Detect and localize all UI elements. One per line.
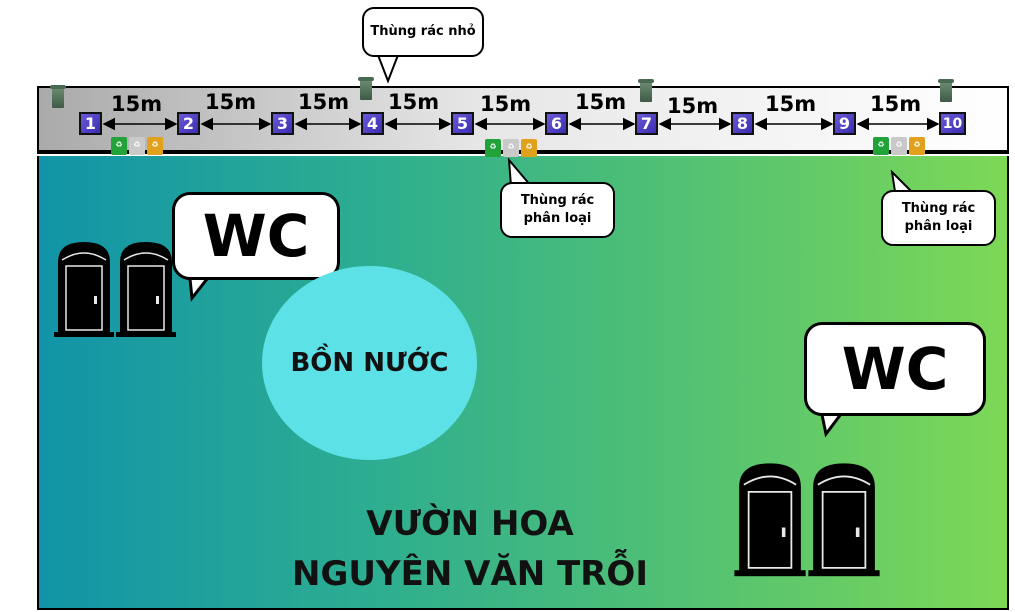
portable-toilet-icon — [54, 242, 114, 337]
stop-marker: 6 — [545, 112, 568, 135]
water-tank: BỒN NƯỚC — [262, 266, 477, 460]
trash-can-icon — [358, 77, 374, 100]
distance-label: 15m — [765, 92, 817, 116]
stop-marker: 10 — [939, 112, 966, 135]
portable-toilet-icon — [734, 463, 806, 577]
recycling-bins-icon: ♻♻♻ — [111, 137, 163, 155]
callout-small-bin: Thùng rác nhỏ — [362, 7, 484, 57]
recycling-bins-icon: ♻♻♻ — [485, 139, 537, 157]
stop-marker: 3 — [271, 112, 294, 135]
portable-toilet-icon — [808, 463, 880, 577]
stop-marker: 9 — [833, 112, 856, 135]
water-tank-label: BỒN NƯỚC — [290, 348, 449, 378]
trash-can-icon — [50, 85, 66, 108]
callout-sorted-bin: Thùng rác phân loại — [500, 182, 615, 238]
distance-label: 15m — [388, 90, 440, 114]
park-name-line1: VƯỜN HOA — [366, 504, 574, 544]
stop-marker: 2 — [177, 112, 200, 135]
callout-sorted-bin: Thùng rác phân loại — [881, 190, 996, 246]
trash-can-icon — [638, 79, 654, 102]
trash-can-icon — [938, 79, 954, 102]
distance-label: 15m — [298, 90, 350, 114]
callout-tail — [507, 158, 532, 187]
stop-marker: 7 — [635, 112, 658, 135]
distance-label: 15m — [205, 90, 257, 114]
distance-label: 15m — [667, 94, 719, 118]
wc-label: WC — [804, 322, 986, 416]
distance-label: 15m — [111, 92, 163, 116]
distance-label: 15m — [870, 92, 922, 116]
portable-toilet-icon — [116, 242, 176, 337]
stop-marker: 8 — [731, 112, 754, 135]
distance-label: 15m — [480, 92, 532, 116]
recycling-bins-icon: ♻♻♻ — [873, 137, 925, 155]
wc-label: WC — [172, 192, 340, 280]
stop-marker: 4 — [361, 112, 384, 135]
park-name-line2: NGUYÊN VĂN TRỖI — [292, 554, 648, 594]
stop-marker: 5 — [451, 112, 474, 135]
distance-label: 15m — [575, 90, 627, 114]
callout-tail — [377, 55, 399, 84]
stop-marker: 1 — [79, 112, 102, 135]
